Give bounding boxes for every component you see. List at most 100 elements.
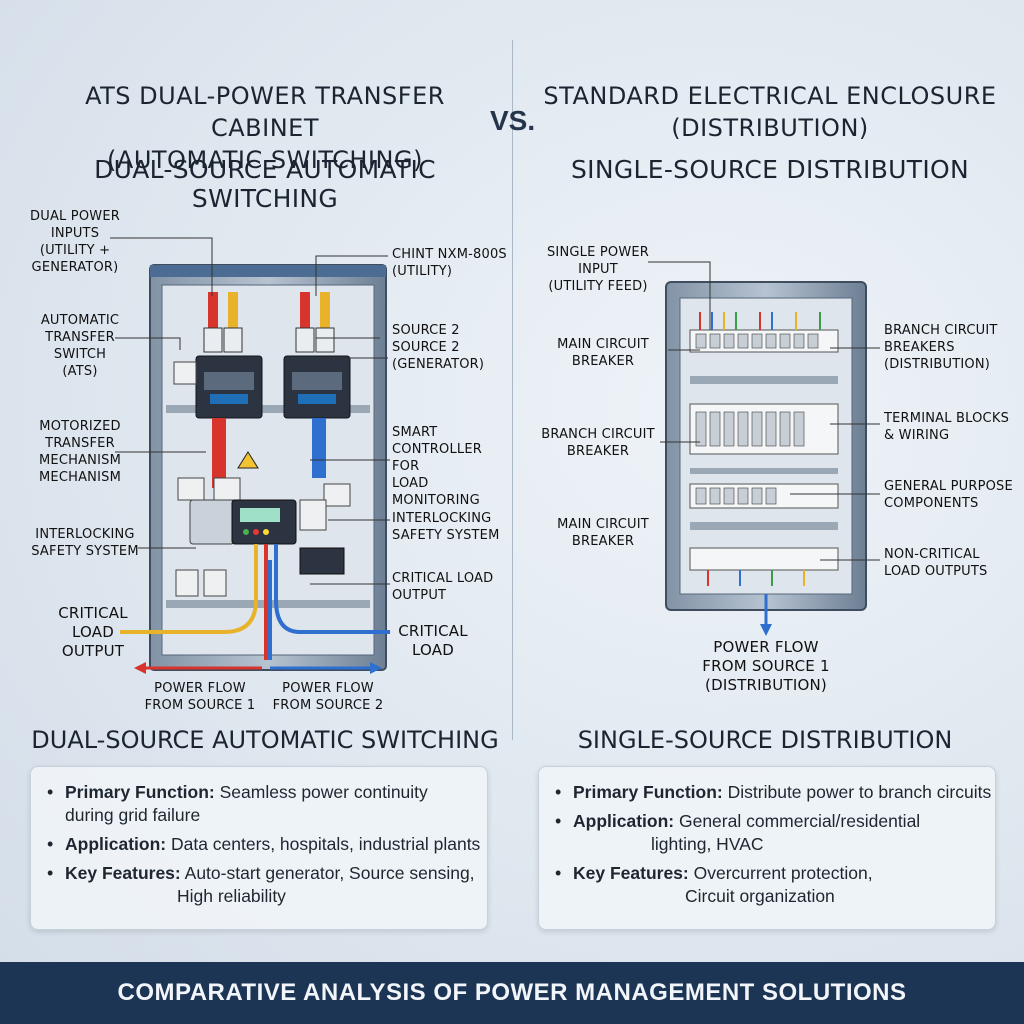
label-line: BREAKER — [571, 534, 635, 549]
left-title-line2: (AUTOMATIC SWITCHING) — [107, 146, 423, 174]
leader-lines-right — [648, 261, 880, 561]
label-line: POWER FLOW — [154, 681, 246, 696]
left-summary-card: Primary Function: Seamless power continu… — [30, 766, 488, 930]
item-value: General commercial/residential — [678, 811, 921, 831]
label-interlocking-right: INTERLOCKING SAFETY SYSTEM — [392, 510, 512, 544]
branch-breaker-row — [695, 333, 819, 505]
label-line: NON-CRITICAL — [884, 547, 980, 562]
label-line: COMPONENTS — [884, 496, 979, 511]
label-line: LOAD MONITORING — [392, 476, 480, 508]
right-primary-function: Primary Function: Distribute power to br… — [539, 781, 995, 804]
label-source2: SOURCE 2 SOURCE 2 (GENERATOR) — [392, 322, 512, 373]
label-critical-load: CRITICAL LOAD — [390, 622, 476, 660]
label-line: INPUTS — [50, 226, 100, 241]
label-line: BREAKER — [571, 354, 635, 369]
label-non-critical: NON-CRITICAL LOAD OUTPUTS — [884, 546, 1014, 580]
item-label: Key Features: — [573, 863, 689, 883]
label-line: BREAKERS — [884, 340, 955, 355]
label-line: TERMINAL BLOCKS — [884, 411, 1010, 426]
label-line: (GENERATOR) — [392, 357, 485, 372]
label-line: LOAD OUTPUTS — [884, 564, 988, 579]
label-line: BRANCH CIRCUIT — [541, 427, 655, 442]
item-value: Seamless power continuity — [219, 782, 428, 802]
label-line: MAIN CIRCUIT — [557, 517, 649, 532]
label-line: POWER FLOW — [713, 638, 819, 656]
label-power-flow-source1: POWER FLOW FROM SOURCE 1 — [140, 680, 260, 714]
item-label: Primary Function: — [65, 782, 215, 802]
item-value: Overcurrent protection, — [693, 863, 873, 883]
left-bottom-title: DUAL-SOURCE AUTOMATIC SWITCHING — [31, 726, 499, 754]
item-label: Application: — [65, 834, 167, 854]
item-label: Primary Function: — [573, 782, 723, 802]
label-line: (ATS) — [62, 364, 98, 379]
left-application: Application: Data centers, hospitals, in… — [31, 833, 487, 856]
label-line: CONTROLLER FOR — [392, 442, 482, 474]
label-branch-breakers: BRANCH CIRCUIT BREAKERS (DISTRIBUTION) — [884, 322, 1014, 373]
label-line: (UTILITY + — [39, 243, 111, 258]
label-general-purpose: GENERAL PURPOSE COMPONENTS — [884, 478, 1014, 512]
label-line: LOAD — [412, 641, 454, 659]
item-label: Application: — [573, 811, 675, 831]
label-line: SWITCH — [53, 347, 107, 362]
label-branch-breaker: BRANCH CIRCUIT BREAKER — [538, 426, 658, 460]
label-line: MAIN CIRCUIT — [557, 337, 649, 352]
label-main-breaker-2: MAIN CIRCUIT BREAKER — [548, 516, 658, 550]
label-motorized-transfer: MOTORIZED TRANSFER MECHANISM MECHANISM — [25, 418, 135, 486]
label-line: GENERAL PURPOSE — [884, 479, 1013, 494]
vs-label: VS. — [490, 105, 536, 136]
item-value: Data centers, hospitals, industrial plan… — [170, 834, 481, 854]
label-line: SOURCE 2 — [392, 323, 460, 338]
output-cables — [120, 544, 390, 660]
busbar-blue — [312, 418, 326, 478]
label-line: INTERLOCKING — [392, 511, 492, 526]
leader-lines-left — [110, 237, 390, 585]
right-bottom-title: SINGLE-SOURCE DISTRIBUTION — [577, 726, 953, 754]
left-title: ATS DUAL-POWER TRANSFER CABINET (AUTOMAT… — [30, 80, 500, 176]
label-critical-load-output-right: CRITICAL LOAD OUTPUT — [392, 570, 512, 604]
right-key-features: Key Features: Overcurrent protection, Ci… — [539, 862, 995, 908]
right-application: Application: General commercial/resident… — [539, 810, 995, 856]
label-line: FROM SOURCE 1 — [144, 698, 256, 713]
label-line: CRITICAL — [58, 604, 128, 622]
label-line: MECHANISM — [38, 453, 121, 468]
label-smart-controller: SMART CONTROLLER FOR LOAD MONITORING — [392, 424, 512, 509]
label-line: SAFETY SYSTEM — [392, 528, 500, 543]
label-line: (DISTRIBUTION) — [705, 676, 827, 694]
label-line: DUAL POWER — [30, 209, 120, 224]
label-line: SINGLE POWER INPUT — [546, 245, 650, 277]
label-chint: CHINT NXM-800S (UTILITY) — [392, 246, 512, 280]
warning-triangle-icon — [237, 451, 259, 469]
label-dual-power-inputs: DUAL POWER INPUTS (UTILITY + GENERATOR) — [20, 208, 130, 276]
right-title-line1: STANDARD ELECTRICAL ENCLOSURE — [543, 82, 997, 110]
right-subtitle: SINGLE-SOURCE DISTRIBUTION — [570, 155, 969, 184]
label-ats: AUTOMATIC TRANSFER SWITCH (ATS) — [25, 312, 135, 380]
label-line: (UTILITY) — [392, 264, 453, 279]
left-subtitle: DUAL-SOURCE AUTOMATIC SWITCHING — [94, 155, 436, 213]
label-line: (UTILITY FEED) — [548, 279, 648, 294]
label-interlocking-left: INTERLOCKING SAFETY SYSTEM — [22, 526, 148, 560]
label-main-breaker-1: MAIN CIRCUIT BREAKER — [548, 336, 658, 370]
label-line: SMART — [392, 425, 438, 440]
item-value-cont: lighting, HVAC — [651, 834, 764, 854]
item-label: Key Features: — [65, 863, 181, 883]
label-line: OUTPUT — [61, 642, 125, 660]
breaker-source2 — [283, 355, 351, 419]
label-line: SOURCE 2 — [392, 340, 460, 355]
item-value-cont: High reliability — [177, 886, 286, 906]
label-power-flow-source2: POWER FLOW FROM SOURCE 2 — [268, 680, 388, 714]
label-line: OUTPUT — [392, 588, 447, 603]
right-title: STANDARD ELECTRICAL ENCLOSURE (DISTRIBUT… — [535, 80, 1005, 144]
label-line: MOTORIZED — [39, 419, 121, 434]
label-terminal-blocks: TERMINAL BLOCKS & WIRING — [884, 410, 1014, 444]
label-line: CHINT NXM-800S — [392, 247, 507, 262]
item-value-cont: during grid failure — [65, 805, 201, 825]
label-line: MECHANISM — [38, 470, 121, 485]
item-value-cont: Circuit organization — [685, 886, 835, 906]
label-line: FROM SOURCE 1 — [702, 657, 830, 675]
footer-banner: COMPARATIVE ANALYSIS OF POWER MANAGEMENT… — [0, 962, 1024, 1024]
enclosure-wiring — [699, 312, 821, 586]
power-flow-arrows-left — [134, 662, 382, 674]
left-key-features: Key Features: Auto-start generator, Sour… — [31, 862, 487, 908]
label-line: TRANSFER — [45, 436, 115, 451]
